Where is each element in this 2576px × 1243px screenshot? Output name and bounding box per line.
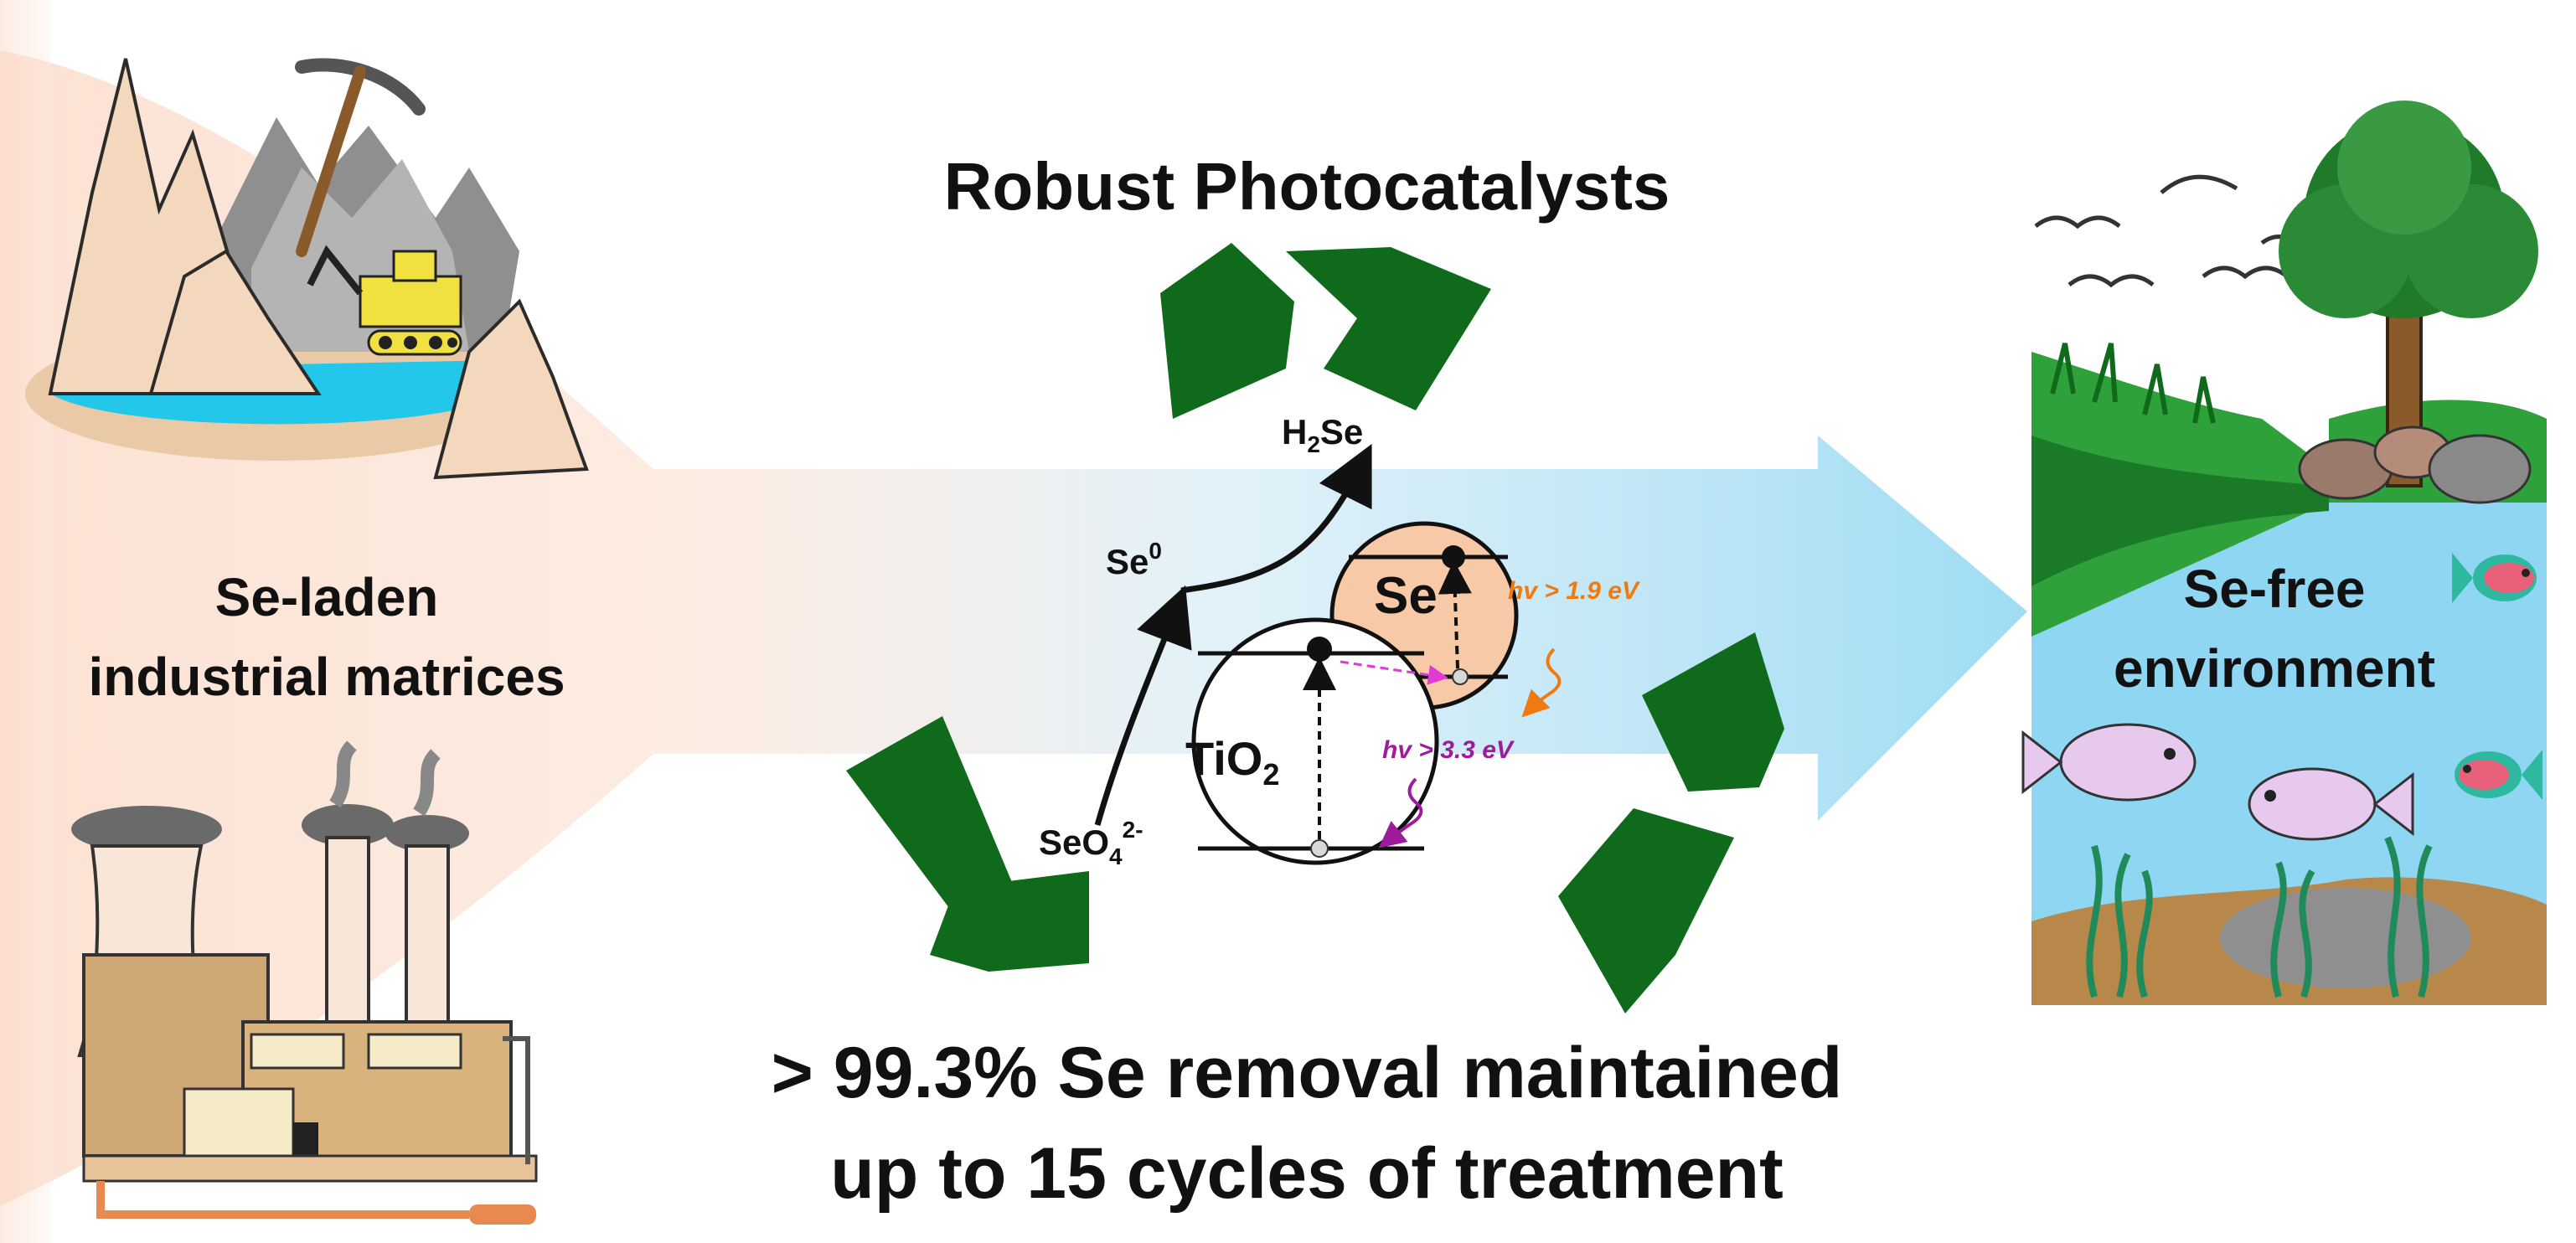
right-label-line1: Se-free [2184, 559, 2366, 619]
se-particle-label: Se [1374, 567, 1438, 625]
recycle-arrow-left-lower [930, 871, 1089, 972]
right-label-line2: environment [2114, 638, 2435, 699]
environment-scene-illustration [2021, 101, 2547, 1005]
h2se-label: H2Se [1282, 412, 1363, 457]
excavator-icon [307, 245, 462, 356]
fish-icon [2021, 723, 2197, 802]
mining-scene-illustration [25, 58, 589, 480]
diagram-title: Robust Photocatalysts [944, 149, 1670, 224]
tio2-label: TiO2 [1185, 732, 1279, 792]
mechanism-diagram: Se hv > 1.9 eV TiO2 hv > 3.3 eV SeO42- S… [1039, 412, 1641, 869]
left-label-line1: Se-laden [215, 567, 439, 627]
se0-label: Se0 [1106, 538, 1162, 581]
bottom-text-line1: > 99.3% Se removal maintained [772, 1033, 1843, 1113]
factory-scene-illustration [71, 740, 538, 1225]
flow-band [0, 0, 2027, 1243]
selenate-label: SeO42- [1039, 817, 1143, 869]
tio2-particle [1191, 617, 1439, 865]
tio2-excitation-label: hv > 3.3 eV [1382, 736, 1515, 764]
fish-icon [2248, 767, 2414, 841]
tropical-fish-icon [2452, 553, 2537, 603]
birds-icon [2034, 174, 2297, 288]
tropical-fish-icon [2455, 750, 2542, 800]
recycle-arrow-right-lower [1558, 808, 1734, 1013]
recycle-arrow-top-right [1286, 247, 1491, 410]
recycle-arrow-left-upper [846, 716, 1018, 921]
se-excitation-label: hv > 1.9 eV [1508, 577, 1641, 605]
bottom-text-line2: up to 15 cycles of treatment [830, 1133, 1783, 1214]
recycle-symbol [846, 243, 1784, 1013]
left-label-line2: industrial matrices [88, 647, 565, 707]
recycle-arrow-right-upper [1642, 632, 1784, 792]
recycle-arrow-top-left [1160, 243, 1294, 419]
